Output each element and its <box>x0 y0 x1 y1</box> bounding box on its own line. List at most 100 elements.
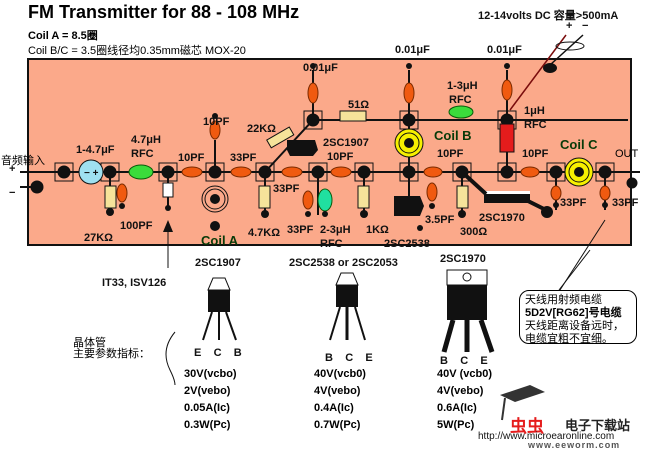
label-rfc3: RFC <box>449 94 472 106</box>
capacitor-33pf-e <box>599 185 611 201</box>
capacitor-10pf-top <box>209 120 221 140</box>
label-q2: 2SC2538 <box>384 238 430 250</box>
junction-pad <box>308 162 328 182</box>
power-plus: + <box>566 20 573 32</box>
watermark-brand: 电子下载站 <box>565 418 631 433</box>
capacitor-33pf-a <box>230 166 252 178</box>
label-c-001uf-2: 0.01μF <box>395 44 430 56</box>
label-rfc1: RFC <box>131 148 154 160</box>
label-c-3-5pf: 3.5PF <box>425 214 455 226</box>
spec-line: 30V(vcbo) <box>184 368 237 380</box>
label-c-10pf-a: 10PF <box>178 152 205 164</box>
watermark-url-2[interactable]: www.eeworm.com <box>528 440 621 450</box>
transistor-2sc2538-icon <box>394 196 424 216</box>
spec-line: 0.6A(Ic) <box>437 402 477 414</box>
label-rfc4: RFC <box>524 119 547 131</box>
spec-line: 4V(vebo) <box>314 385 361 397</box>
resistor-27k <box>104 185 117 209</box>
coil-bc-note: Coil B/C = 3.5圈线径均0.35mm磁芯 MOX-20 <box>28 45 246 57</box>
label-coil-c: Coil C <box>560 137 598 152</box>
power-minus: − <box>582 20 589 32</box>
brace-icon <box>165 331 176 386</box>
label-c-33pf-e: 33PF <box>612 197 639 209</box>
spec-line: 0.4A(Ic) <box>314 402 354 414</box>
transistor-3-name: 2SC1970 <box>440 253 486 265</box>
label-coil-b: Coil B <box>434 128 472 143</box>
junction-pad <box>205 162 225 182</box>
label-c-10pf-b: 10PF <box>327 151 354 163</box>
label-rfc2: RFC <box>320 238 343 250</box>
spec-line: 5W(Pc) <box>437 419 475 431</box>
label-c-input: 1-4.7μF <box>76 144 115 156</box>
junction-pad <box>497 162 517 182</box>
rfc-1-3uh <box>448 105 474 119</box>
transistor-2sc1907-icon <box>287 140 318 156</box>
spec-line: 4V(vebo) <box>437 385 484 397</box>
pin-label: E <box>365 352 373 364</box>
label-c-10pf-d: 10PF <box>522 148 549 160</box>
label-r-4-7k: 4.7KΩ <box>248 227 281 239</box>
label-varicap: IT33, ISV126 <box>102 277 167 289</box>
input-capacitor <box>78 159 104 185</box>
transistor-1-name: 2SC1907 <box>195 257 241 269</box>
label-c-100pf: 100PF <box>120 220 153 232</box>
junction-pad <box>255 162 275 182</box>
capacitor-33pf-d <box>550 185 562 201</box>
arrow-up-icon <box>163 220 173 232</box>
junction-pad <box>546 162 566 182</box>
junction-pad <box>303 110 323 130</box>
label-r-22k: 22KΩ <box>247 123 276 135</box>
junction-pad <box>595 162 615 182</box>
pin-label: C <box>345 352 354 364</box>
transistor-3-pins: B C E <box>440 355 488 367</box>
coil-c-icon <box>564 157 594 187</box>
label-rfc2-value: 2-3μH <box>320 224 351 236</box>
circuit-board <box>27 58 632 246</box>
power-ferrite-icon <box>555 41 585 51</box>
label-r-1k: 1KΩ <box>366 224 389 236</box>
pin-label: B <box>233 347 242 359</box>
pin-label: E <box>194 347 202 359</box>
label-c-10pf-c: 10PF <box>437 148 464 160</box>
label-c-33pf-a: 33PF <box>230 152 257 164</box>
transistor-1-specs: 30V(vcbo) 2V(vebo) 0.05A(Ic) 0.3W(Pc) <box>184 366 237 434</box>
note-line: 5D2V[RG62]号电缆 <box>525 307 622 319</box>
spec-line: 40V (vcb0) <box>437 368 493 380</box>
label-rfc3-value: 1-3μH <box>447 80 478 92</box>
transistor-note: 晶体管 主要参数指标： <box>73 338 150 360</box>
spec-line: 0.05A(Ic) <box>184 402 230 414</box>
resistor-22k <box>266 126 295 149</box>
input-minus: − <box>9 187 16 199</box>
label-c-001uf-1: 0.01μF <box>303 62 338 74</box>
capacitor-33pf-b <box>281 166 303 178</box>
capacitor-100pf <box>116 183 128 203</box>
inductor-1uh <box>499 123 515 153</box>
varicap-diode <box>162 182 174 198</box>
capacitor-001uf-1 <box>307 82 319 104</box>
coil-a-icon <box>201 185 229 231</box>
capacitor-33pf-c <box>302 190 314 210</box>
rfc-2-3uh <box>317 188 333 212</box>
resistor-51 <box>339 110 367 122</box>
coil-a-note: Coil A = 8.5圈 <box>28 30 98 42</box>
graduation-cap-icon <box>500 385 545 421</box>
input-plus: + <box>9 163 16 175</box>
label-c-10pf-top: 10PF <box>203 116 230 128</box>
junction-pad <box>497 110 517 130</box>
junction-pad <box>158 162 178 182</box>
output-pad <box>626 177 638 189</box>
watermark-url[interactable]: http://www.microearonline.com <box>478 431 615 442</box>
note-line: 晶体管 <box>73 337 106 349</box>
junction-pad <box>354 162 374 182</box>
transistor-3-specs: 40V (vcb0) 4V(vebo) 0.6A(Ic) 5W(Pc) <box>437 366 492 434</box>
input-capacitor-polarity-icon: − + <box>84 168 99 179</box>
note-line: 电缆宜粗不宜细。 <box>525 333 613 345</box>
resistor-300 <box>456 185 469 209</box>
junction-pad <box>399 110 419 130</box>
pin-label: C <box>460 355 469 367</box>
spec-line: 40V(vcb0) <box>314 368 366 380</box>
coil-b-icon <box>394 128 424 158</box>
label-r-51: 51Ω <box>348 99 370 111</box>
label-c-33pf-c: 33PF <box>287 224 314 236</box>
watermark-brand-red: 虫虫 <box>510 417 544 436</box>
